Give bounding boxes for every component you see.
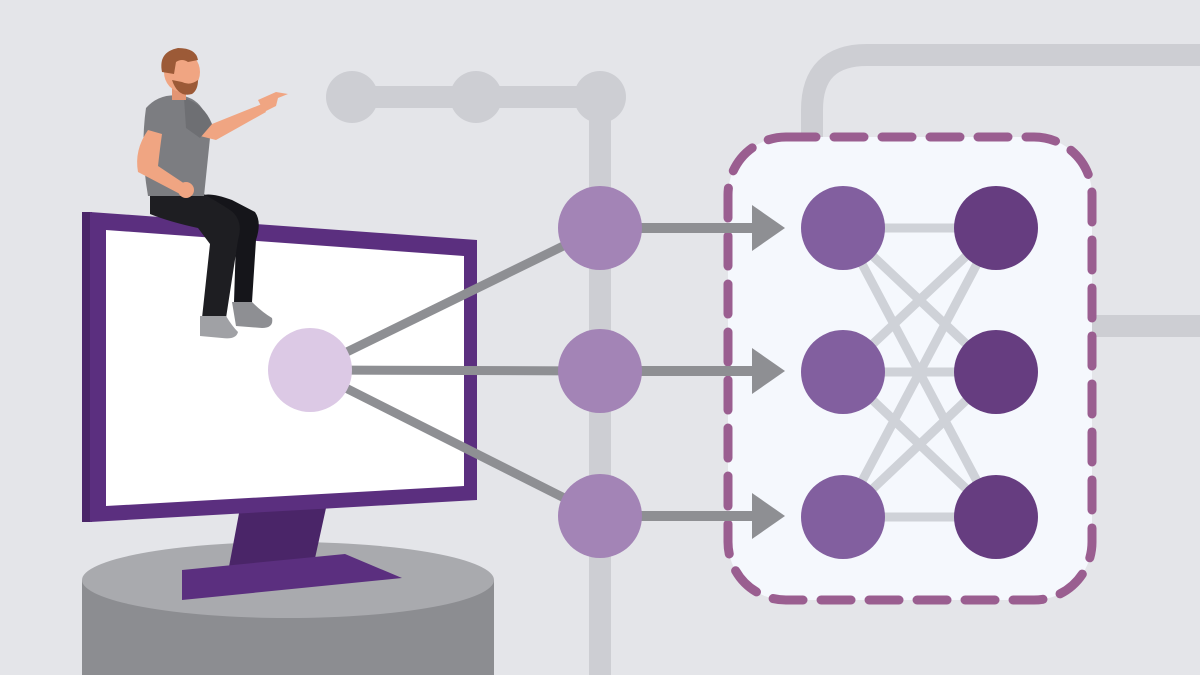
- arrow-1-head: [752, 205, 785, 251]
- person-hair: [161, 48, 198, 74]
- arrow-3: [600, 493, 785, 539]
- person-leg-front: [150, 190, 240, 318]
- network-node-a2: [801, 330, 885, 414]
- arrow-2-head: [752, 348, 785, 394]
- track-top-right: [801, 44, 1200, 160]
- network-layer-right: [954, 186, 1038, 559]
- monitor-frame-side: [82, 212, 92, 522]
- connection-input-hidden-3: [307, 365, 603, 521]
- arrows: [600, 205, 785, 539]
- network-node-a3: [801, 475, 885, 559]
- hidden-node-1: [558, 186, 642, 270]
- hidden-node-2: [558, 329, 642, 413]
- monitor-stand-neck: [228, 508, 326, 572]
- network-layer-left: [801, 186, 885, 559]
- edge-a3-b1: [839, 225, 1000, 520]
- hidden-node-3: [558, 474, 642, 558]
- network-node-b3: [954, 475, 1038, 559]
- connection-input-hidden-1: [308, 223, 602, 375]
- arrow-1: [600, 205, 785, 251]
- person-arm-point: [196, 104, 266, 140]
- person-arm-back: [137, 130, 188, 194]
- arrow-1-shaft: [600, 223, 760, 233]
- track-node-1: [326, 71, 378, 123]
- track-node-3: [574, 71, 626, 123]
- person-shoe-front: [200, 316, 238, 339]
- network-node-b2: [954, 330, 1038, 414]
- arrow-3-shaft: [600, 511, 760, 521]
- arrow-3-head: [752, 493, 785, 539]
- person-leg-back: [198, 194, 259, 302]
- network-node-b1: [954, 186, 1038, 270]
- person-pointing-icon: [137, 48, 288, 339]
- arrow-2-shaft: [600, 366, 760, 376]
- track-joints: [326, 71, 626, 123]
- monitor-stand-base: [182, 554, 402, 600]
- person-sleeve: [184, 98, 212, 138]
- track-node-2: [450, 71, 502, 123]
- person-shoe-back: [232, 302, 273, 328]
- hidden-nodes: [558, 186, 642, 558]
- network-node-a1: [801, 186, 885, 270]
- connection-input-hidden-2: [309, 365, 601, 376]
- input-node: [268, 328, 352, 412]
- arrow-2: [600, 348, 785, 394]
- input-connections: [307, 223, 603, 521]
- person-hand-point: [258, 92, 288, 112]
- person-hand-back: [178, 182, 194, 198]
- person-beard: [172, 80, 198, 95]
